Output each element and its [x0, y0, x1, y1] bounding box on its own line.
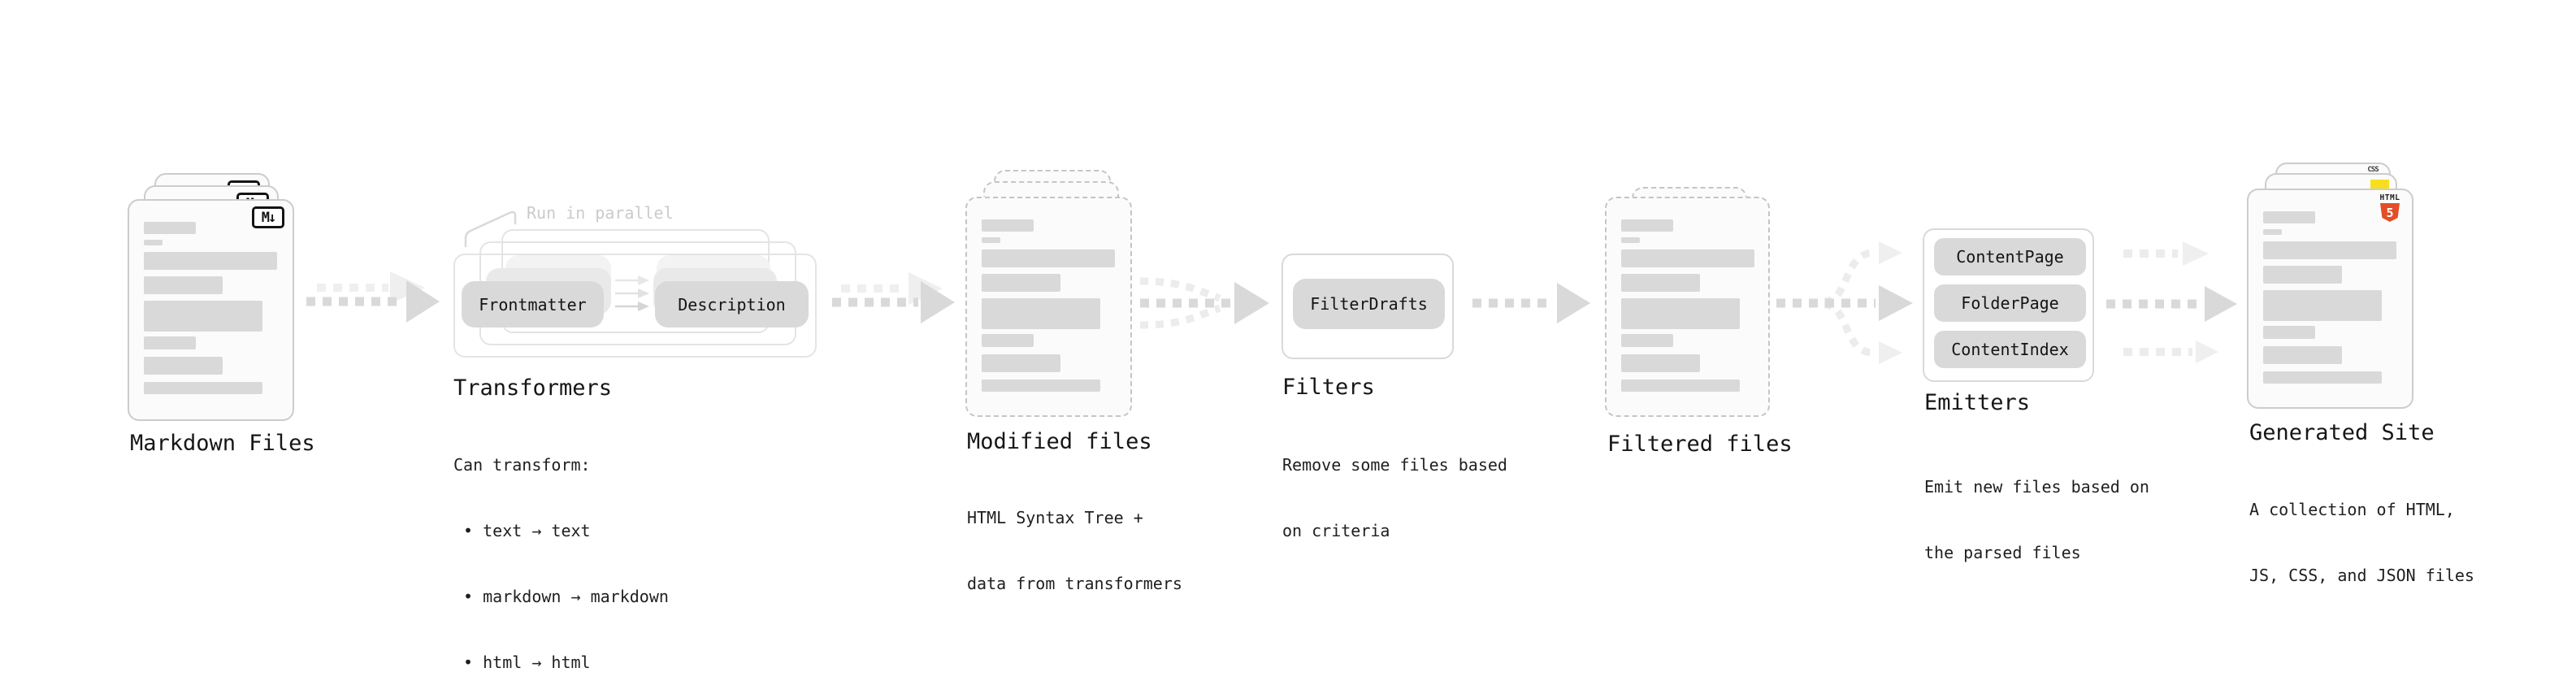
stage-title-filters: Filters [1282, 375, 1375, 400]
file-card-front [965, 197, 1132, 417]
file-card-front [1605, 197, 1770, 417]
markdown-icon: M↓ [252, 206, 284, 228]
text-placeholder-bar [144, 276, 223, 294]
text-placeholder-bar [2263, 290, 2382, 321]
description-line: the parsed files [1924, 543, 2081, 562]
js-icon [2370, 180, 2389, 190]
stage-title-transformers: Transformers [453, 375, 613, 401]
html5-icon-label: HTML [2379, 193, 2400, 202]
emitter-pill-folderpage: FolderPage [1934, 284, 2086, 322]
modified-files-description: HTML Syntax Tree + data from transformer… [967, 463, 1182, 639]
text-placeholder-bar [1621, 298, 1740, 329]
description-line: JS, CSS, and JSON files [2249, 566, 2474, 585]
text-placeholder-bars [144, 222, 277, 394]
arrow-modified-to-filters-merge [1139, 277, 1269, 329]
text-placeholder-bar [982, 274, 1060, 292]
description-line: Can transform: [453, 455, 591, 475]
transformer-box-front [453, 254, 817, 358]
arrow-markdown-to-transformers [306, 271, 440, 323]
description-line: • html → html [453, 653, 591, 672]
text-placeholder-bar [1621, 354, 1700, 372]
text-placeholder-bar [982, 334, 1034, 347]
text-placeholder-bar [2263, 266, 2342, 284]
stage-title-markdown-files: Markdown Files [130, 431, 315, 456]
text-placeholder-bar [2263, 326, 2315, 339]
html5-icon: HTML 5 [2378, 193, 2402, 222]
text-placeholder-bar [982, 298, 1100, 329]
emitter-pill-contentindex: ContentIndex [1934, 331, 2086, 368]
text-placeholder-bar [982, 219, 1034, 232]
stage-title-modified-files: Modified files [967, 429, 1152, 454]
text-placeholder-bar [2263, 211, 2315, 223]
filters-description: Remove some files based on criteria [1282, 410, 1507, 586]
text-placeholder-bar [982, 354, 1060, 372]
text-placeholder-bar [144, 301, 262, 332]
stage-title-emitters: Emitters [1924, 390, 2031, 415]
emitter-pill-contentpage: ContentPage [1934, 238, 2086, 275]
generated-site-description: A collection of HTML, JS, CSS, and JSON … [2249, 455, 2474, 631]
arrow-transformers-to-modified [832, 272, 955, 323]
arrow-emitters-to-generated [2106, 241, 2237, 363]
text-placeholder-bar [1621, 249, 1754, 267]
text-placeholder-bar [144, 240, 163, 245]
text-placeholder-bar [1621, 237, 1640, 243]
text-placeholder-bar [1621, 219, 1673, 232]
text-placeholder-bar [144, 357, 223, 375]
html5-icon-shield: 5 [2380, 203, 2400, 222]
stage-title-filtered-files: Filtered files [1607, 432, 1793, 457]
description-line: data from transformers [967, 574, 1182, 593]
text-placeholder-bar [1621, 380, 1740, 392]
text-placeholder-bar [144, 336, 196, 349]
text-placeholder-bar [982, 249, 1115, 267]
description-line: • markdown → markdown [453, 587, 669, 606]
css-icon-label: CSS [2367, 166, 2379, 174]
description-line: A collection of HTML, [2249, 500, 2455, 519]
transformer-pill-description: Description [655, 281, 809, 327]
filter-pill-filterdrafts: FilterDrafts [1293, 279, 1445, 329]
text-placeholder-bars [2263, 211, 2396, 384]
description-line: Emit new files based on [1924, 477, 2149, 497]
text-placeholder-bars [1621, 219, 1754, 392]
arrow-filters-to-filtered [1472, 283, 1590, 323]
file-card-front: HTML 5 [2247, 189, 2413, 409]
text-placeholder-bar [144, 382, 262, 394]
description-line: HTML Syntax Tree + [967, 508, 1143, 527]
emitters-description: Emit new files based on the parsed files [1924, 432, 2149, 608]
text-placeholder-bar [2263, 241, 2396, 259]
transformer-pill-frontmatter: Frontmatter [462, 281, 604, 327]
text-placeholder-bar [144, 252, 277, 270]
arrow-filtered-to-emitters-split [1776, 241, 1913, 364]
transformers-description: Can transform: • text → text • markdown … [453, 410, 669, 681]
text-placeholder-bars [982, 219, 1115, 392]
text-placeholder-bar [982, 237, 1000, 243]
description-line: Remove some files based [1282, 455, 1507, 475]
text-placeholder-bar [1621, 334, 1673, 347]
description-line: on criteria [1282, 521, 1390, 540]
file-card-front: M↓ [128, 199, 294, 421]
text-placeholder-bar [2263, 371, 2382, 384]
text-placeholder-bar [1621, 274, 1700, 292]
description-line: • text → text [453, 521, 591, 540]
text-placeholder-bar [2263, 229, 2282, 235]
stage-title-generated-site: Generated Site [2249, 420, 2435, 445]
text-placeholder-bar [144, 222, 196, 234]
text-placeholder-bar [982, 380, 1100, 392]
run-in-parallel-annotation: Run in parallel [527, 203, 674, 223]
text-placeholder-bar [2263, 346, 2342, 364]
